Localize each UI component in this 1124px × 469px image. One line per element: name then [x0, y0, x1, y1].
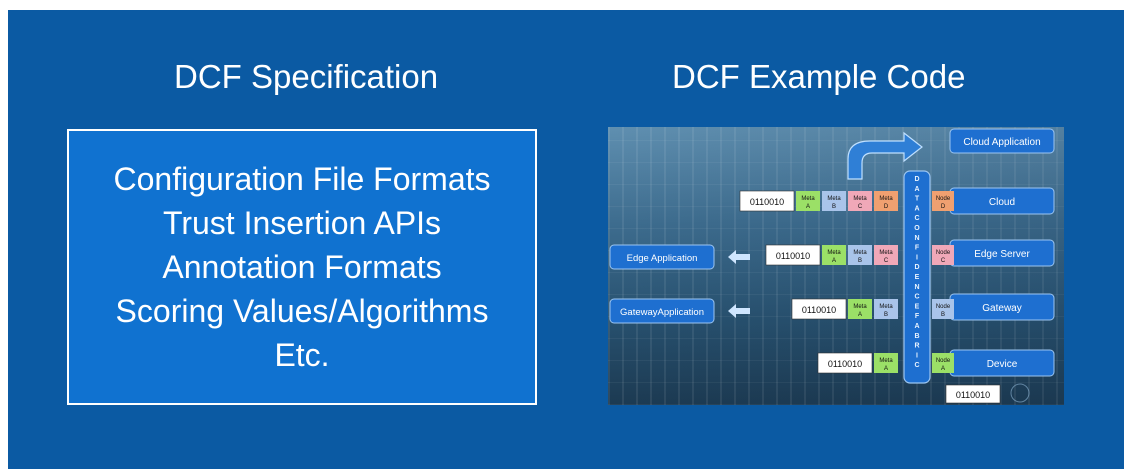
bits-box [739, 190, 795, 212]
bits-label: 0110010 [828, 359, 862, 369]
fabric-letter: O [914, 225, 920, 232]
fabric-letter: E [915, 274, 920, 281]
bits-label: 0110010 [802, 305, 836, 315]
meta-label: Meta [879, 250, 893, 256]
bits-box [791, 298, 847, 320]
node-tag-label: Node [936, 358, 951, 364]
meta-a-box [874, 353, 898, 373]
meta-label: Meta [827, 196, 841, 202]
node-tag-label: Node [936, 304, 951, 310]
fabric-letter: N [914, 284, 919, 291]
fabric-letter: R [914, 343, 919, 350]
meta-label: Meta [879, 304, 893, 310]
bottom-bits-box [945, 384, 1001, 404]
bits-box [817, 352, 873, 374]
spec-line-annotation: Annotation Formats [162, 249, 442, 285]
node-tag-letter: D [941, 204, 946, 210]
meta-label: Meta [853, 250, 867, 256]
node-tag-box [932, 245, 954, 265]
fabric-letter: E [915, 303, 920, 310]
bits-label: 0110010 [750, 197, 784, 207]
example-heading: DCF Example Code [672, 58, 966, 95]
edge-application-box [609, 244, 715, 270]
meta-b-box [874, 299, 898, 319]
meta-b-box [848, 245, 872, 265]
node-edge-server-label: Edge Server [974, 249, 1030, 260]
bits-label: 0110010 [776, 251, 810, 261]
left-arrow-icon [728, 250, 750, 264]
fabric-letter: D [914, 176, 919, 183]
edge-application-label: Edge Application [627, 253, 698, 264]
fabric-letter: I [916, 254, 918, 261]
meta-letter: A [858, 312, 862, 318]
node-cloud-label: Cloud [989, 197, 1015, 208]
fabric-letter: B [914, 333, 919, 340]
cloud-application-box [949, 128, 1055, 154]
meta-letter: A [884, 366, 888, 372]
node-tag-box [932, 299, 954, 319]
fabric-letter: D [914, 264, 919, 271]
fabric-letter: C [914, 215, 919, 222]
spec-line-etc: Etc. [274, 337, 330, 373]
meta-a-box [796, 191, 820, 211]
bottom-bits-label: 0110010 [956, 390, 990, 400]
spec-line-config: Configuration File Formats [113, 161, 491, 197]
meta-letter: A [806, 204, 810, 210]
meta-label: Meta [853, 304, 867, 310]
meta-b-box [822, 191, 846, 211]
meta-label: Meta [879, 358, 893, 364]
fabric-letter: A [914, 323, 919, 330]
gateway-application-box [609, 298, 715, 324]
node-tag-box [932, 353, 954, 373]
meta-d-box [874, 191, 898, 211]
meta-letter: C [858, 204, 863, 210]
spec-box: Configuration File Formats Trust Inserti… [67, 129, 537, 405]
bits-box [765, 244, 821, 266]
meta-a-box [848, 299, 872, 319]
cloud-application-label: Cloud Application [963, 137, 1040, 148]
meta-letter: B [858, 258, 862, 264]
fabric-letter: N [914, 235, 919, 242]
fabric-letter: I [916, 352, 918, 359]
upward-arrow-icon [847, 131, 923, 180]
meta-c-box [848, 191, 872, 211]
meta-label: Meta [801, 196, 815, 202]
meta-label: Meta [879, 196, 893, 202]
fabric-letter: A [914, 205, 919, 212]
spec-heading: DCF Specification [174, 58, 439, 95]
spec-line-trust: Trust Insertion APIs [162, 205, 442, 241]
fabric-letter: C [914, 362, 919, 369]
meta-letter: D [884, 204, 889, 210]
node-gateway-label: Gateway [982, 303, 1021, 314]
left-arrow-icon [728, 304, 750, 318]
spec-line-scoring: Scoring Values/Algorithms [115, 293, 489, 329]
meta-c-box [874, 245, 898, 265]
meta-a-box [822, 245, 846, 265]
node-tag-letter: B [941, 312, 945, 318]
node-device-label: Device [987, 359, 1018, 370]
fabric-letter: F [915, 313, 920, 320]
gateway-application-label: GatewayApplication [620, 307, 704, 318]
meta-letter: A [832, 258, 836, 264]
node-tag-box [932, 191, 954, 211]
meta-label: Meta [853, 196, 867, 202]
fabric-letter: A [914, 186, 919, 193]
fabric-letter: T [915, 196, 920, 203]
node-tag-letter: C [941, 258, 946, 264]
node-tag-label: Node [936, 196, 951, 202]
logo-icon [1010, 383, 1030, 403]
fabric-letter: C [914, 294, 919, 301]
meta-label: Meta [827, 250, 841, 256]
node-tag-label: Node [936, 250, 951, 256]
meta-letter: C [884, 258, 889, 264]
data-confidence-fabric-bar [903, 170, 931, 384]
meta-letter: B [884, 312, 888, 318]
fabric-letter: F [915, 245, 920, 252]
node-tag-letter: A [941, 366, 945, 372]
meta-letter: B [832, 204, 836, 210]
